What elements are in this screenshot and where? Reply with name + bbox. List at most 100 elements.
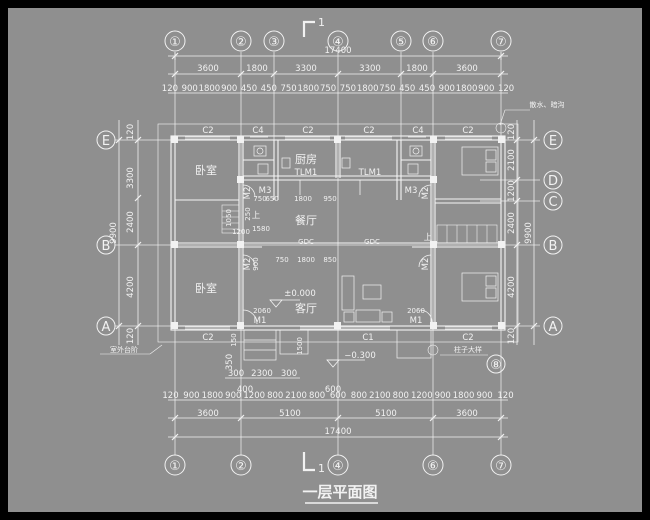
tag-m1-2: M1: [410, 316, 423, 326]
dim-bottom-sub-9: 600: [330, 391, 346, 401]
dim-bottom-sub-6: 800: [267, 391, 283, 401]
dim-bottom-local-6: 600: [325, 385, 341, 395]
drawing-title: 一层平面图: [302, 483, 377, 501]
dim-in-2060-b: 2060: [407, 307, 425, 315]
dim-bottom-main-4: 3600: [456, 409, 478, 419]
dim-bottom-sub-11: 2100: [369, 391, 391, 401]
tag-c4-1: C4: [252, 126, 263, 136]
room-dining: 餐厅: [295, 213, 317, 227]
label-up-left: 上: [252, 211, 261, 221]
dim-bottom-local-3: 300: [281, 369, 297, 379]
section-number-bottom: 1: [318, 462, 325, 475]
dim-top-sub-2: 900: [182, 84, 198, 94]
dim-bottom-sub-16: 900: [476, 391, 492, 401]
dim-top-main-3: 3300: [295, 64, 317, 74]
dim-in-900: 900: [252, 257, 260, 270]
axis-top-7: ⑦: [495, 35, 507, 50]
dim-bottom-local-group: 300 2300 300 400 350 600: [225, 354, 341, 395]
tag-gdc-1: GDC: [298, 238, 314, 246]
axis-bottom-2: ②: [235, 459, 247, 474]
window-door-tags: C2 C4 C2 C2 C4 C2 C2 C1 C2 TLM1 TLM1 GDC…: [202, 126, 473, 343]
dim-top-sub-6: 450: [261, 84, 277, 94]
room-living: 客厅: [295, 301, 317, 315]
note-leaders: [100, 109, 530, 356]
axis-right-d: D: [548, 174, 558, 189]
tag-m2-3: M2: [243, 258, 253, 271]
dim-in-750: 750: [253, 195, 266, 203]
axis-extra-8: ⑧: [490, 358, 502, 373]
dim-bottom-main-group: 3600 5100 5100 3600: [197, 409, 478, 419]
room-bedroom-left-bottom: 卧室: [195, 281, 217, 295]
dim-bottom-total: 17400: [324, 427, 351, 437]
tag-m3-1: M3: [259, 186, 272, 196]
dim-top-sub-5: 450: [241, 84, 257, 94]
dim-top-main-1: 3600: [197, 64, 219, 74]
axis-right-e: E: [549, 134, 557, 149]
axis-bottom-6: ⑥: [427, 459, 439, 474]
tag-c2-3: C2: [363, 126, 374, 136]
dim-top-main-4: 3300: [359, 64, 381, 74]
note-outdoor-steps: 室外台阶: [110, 345, 138, 354]
dim-bottom-sub-14: 900: [435, 391, 451, 401]
note-drainage: 散水、暗沟: [530, 100, 565, 109]
dim-in-150: 150: [230, 333, 238, 346]
axis-bottom-4: ④: [332, 459, 344, 474]
dim-top-main-group: 3600 1800 3300 3300 1800 3600: [197, 64, 478, 74]
axis-right-b: B: [549, 239, 558, 254]
dim-top-sub-11: 1800: [357, 84, 379, 94]
dim-bottom-local-2: 2300: [251, 369, 273, 379]
section-markers: [302, 20, 315, 472]
dim-in-2060-a: 2060: [253, 307, 271, 315]
interior-dimensions: 1050 1580 1200 750 650 1800 950 250 900 …: [225, 195, 425, 355]
dim-left-5: 120: [126, 328, 136, 344]
dim-bottom-sub-15: 1800: [453, 391, 475, 401]
dim-left-1: 120: [126, 124, 136, 140]
bed-upper-right: [461, 146, 499, 176]
staircase-right: [436, 224, 498, 244]
dim-top-main-2: 1800: [246, 64, 268, 74]
dim-top-sub-13: 450: [399, 84, 415, 94]
tag-c2-4: C2: [462, 126, 473, 136]
tag-c2-5: C2: [202, 333, 213, 343]
dim-in-1800-a: 1800: [294, 195, 312, 203]
dim-left-2: 3300: [126, 167, 136, 189]
tag-m1-1: M1: [254, 316, 267, 326]
drawing-sheet: [8, 8, 642, 512]
axis-left-a: A: [102, 320, 111, 335]
dim-bottom-sub-1: 120: [162, 391, 178, 401]
bed-lower-right: [461, 272, 499, 302]
dim-top-sub-15: 900: [439, 84, 455, 94]
axis-left-e: E: [102, 134, 110, 149]
dim-top-sub-10: 750: [340, 84, 356, 94]
dim-in-1050: 1050: [225, 209, 233, 227]
dim-right-3: 1200: [507, 180, 517, 202]
room-kitchen: 厨房: [295, 153, 317, 166]
dim-left-4: 4200: [126, 276, 136, 298]
tag-m2-4: M2: [421, 258, 431, 271]
dim-bottom-local-4: 400: [237, 385, 253, 395]
dim-bottom-main-3: 5100: [375, 409, 397, 419]
windows: [185, 136, 492, 330]
dim-in-1500: 1500: [296, 337, 304, 355]
axis-right-a: A: [549, 320, 558, 335]
dim-top-sub-3: 1800: [199, 84, 221, 94]
tag-c2-6: C2: [462, 333, 473, 343]
dim-right-total: 9900: [524, 222, 534, 244]
dim-bottom-sub-2: 900: [183, 391, 199, 401]
tag-m2-2: M2: [421, 187, 431, 200]
dim-in-1800-b: 1800: [297, 256, 315, 264]
dim-bottom-sub-10: 800: [351, 391, 367, 401]
tag-c2-2: C2: [302, 126, 313, 136]
tag-tlm1-1: TLM1: [294, 168, 318, 178]
axis-top-4: ④: [332, 35, 344, 50]
dim-in-650: 650: [265, 195, 278, 203]
dim-in-750-b: 750: [275, 256, 288, 264]
dim-right-1: 120: [507, 124, 517, 140]
dim-top-sub-16: 1800: [456, 84, 478, 94]
axis-top-5: ⑤: [395, 35, 407, 50]
doors: [242, 180, 433, 325]
side-dimension-lines: [118, 120, 535, 345]
dim-top-sub-7: 750: [280, 84, 296, 94]
